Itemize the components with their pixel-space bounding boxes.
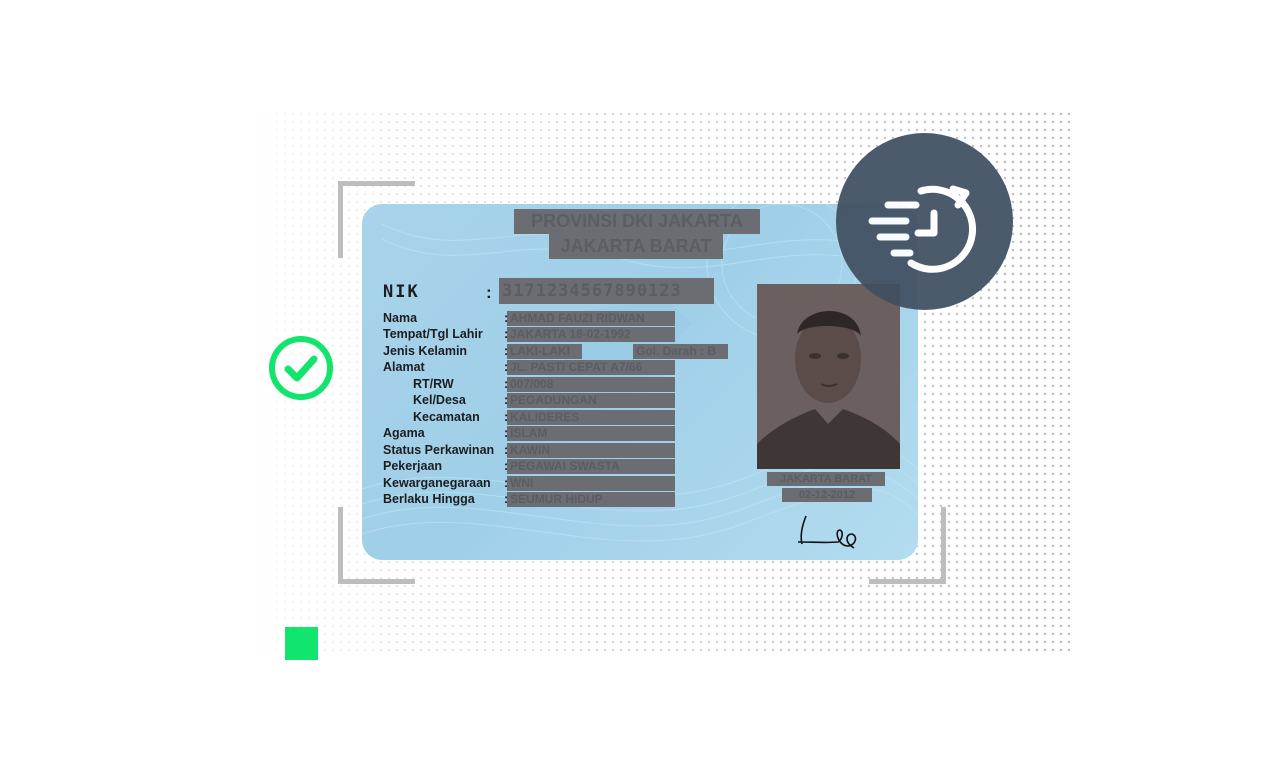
field-label-pekerjaan: Pekerjaan	[383, 459, 443, 473]
field-value-kel-desa: PEGADUNGAN	[507, 393, 675, 408]
field-label-rt-rw: RT/RW	[413, 377, 454, 391]
field-label-tempat-tgl-lahir: Tempat/Tgl Lahir	[383, 327, 483, 341]
field-colon: :	[504, 377, 508, 391]
field-label-agama: Agama	[383, 426, 425, 440]
card-province: PROVINSI DKI JAKARTA	[514, 209, 760, 234]
fast-rotate-icon	[868, 185, 976, 273]
field-label-jenis-kelamin: Jenis Kelamin	[383, 344, 468, 358]
field-colon: :	[504, 360, 508, 374]
field-value-jenis-kelamin: LAKI-LAKI	[507, 344, 582, 359]
signature	[797, 515, 857, 549]
field-colon: :	[504, 476, 508, 490]
field-value-agama: ISLAM	[507, 426, 675, 441]
blood-type: Gol. Darah : B	[633, 344, 728, 359]
card-city: JAKARTA BARAT	[549, 234, 723, 259]
field-value-berlaku-hingga: SEUMUR HIDUP	[507, 492, 675, 507]
issue-city: JAKARTA BARAT	[767, 472, 885, 486]
field-colon: :	[504, 327, 508, 341]
nik-colon: :	[486, 283, 492, 302]
field-colon: :	[504, 443, 508, 457]
field-label-alamat: Alamat	[383, 360, 425, 374]
field-value-pekerjaan: PEGAWAI SWASTA	[507, 459, 675, 474]
field-colon: :	[504, 311, 508, 325]
field-value-rt-rw: 007/008	[507, 377, 675, 392]
portrait-silhouette	[757, 284, 900, 469]
field-label-nama: Nama	[383, 311, 418, 325]
id-card: PROVINSI DKI JAKARTA JAKARTA BARAT NIK :…	[362, 204, 918, 560]
field-value-status-perkawinan: KAWIN	[507, 443, 675, 458]
field-label-berlaku-hingga: Berlaku Hingga	[383, 492, 475, 506]
field-label-kewarganegaraan: Kewarganegaraan	[383, 476, 491, 490]
scan-badge	[836, 133, 1013, 310]
nik-value: 3171234567890123	[499, 278, 714, 304]
issue-date: 02-12-2012	[782, 488, 872, 502]
field-colon: :	[504, 393, 508, 407]
accent-square	[285, 627, 318, 660]
field-colon: :	[504, 492, 508, 506]
field-value-alamat: JL. PASTI CEPAT A7/66	[507, 360, 675, 375]
scan-frame-corner-bottom-right	[869, 507, 946, 584]
field-label-kel-desa: Kel/Desa	[413, 393, 466, 407]
field-colon: :	[504, 410, 508, 424]
field-value-nama: AHMAD FAUZI RIDWAN	[507, 311, 675, 326]
check-circle-icon	[269, 336, 333, 400]
field-value-tempat-tgl-lahir: JAKARTA 18-02-1992	[507, 327, 675, 342]
field-value-kewarganegaraan: WNI	[507, 476, 675, 491]
id-photo	[757, 284, 900, 469]
field-colon: :	[504, 344, 508, 358]
scan-frame-corner-bottom-left	[338, 507, 415, 584]
field-value-kecamatan: KALIDERES	[507, 410, 675, 425]
scan-frame-corner-top-left	[338, 181, 415, 258]
nik-label: NIK	[383, 282, 420, 302]
field-colon: :	[504, 426, 508, 440]
field-label-status-perkawinan: Status Perkawinan	[383, 443, 495, 457]
field-colon: :	[504, 459, 508, 473]
field-label-kecamatan: Kecamatan	[413, 410, 480, 424]
